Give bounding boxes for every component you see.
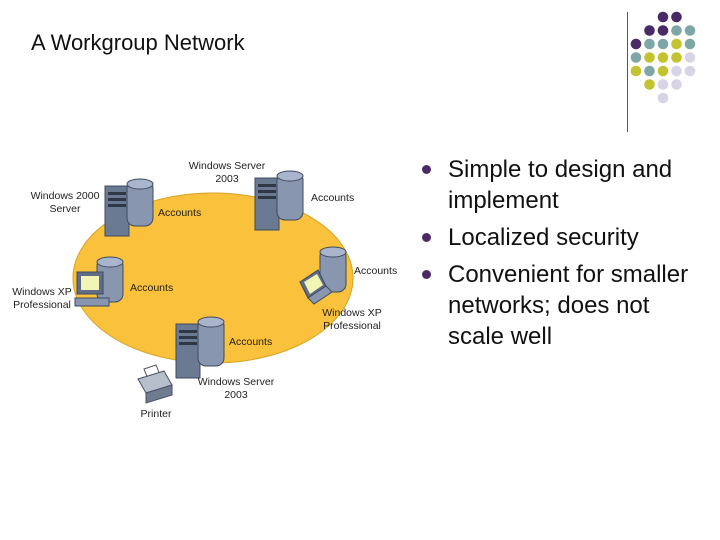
decorative-dot bbox=[657, 65, 669, 77]
bullet-dot-icon bbox=[422, 270, 431, 279]
decorative-dot bbox=[657, 25, 669, 36]
bullet-list: Simple to design and implement Localized… bbox=[422, 154, 712, 358]
xp-left-label-line1: Windows XP bbox=[12, 286, 72, 298]
accounts-label-a: Accounts bbox=[158, 207, 201, 219]
decorative-dot bbox=[644, 38, 655, 50]
server-top-label-line2: 2003 bbox=[215, 173, 239, 185]
accounts-label-c: Accounts bbox=[130, 282, 173, 294]
printer-label: Printer bbox=[141, 408, 172, 420]
decorative-dot bbox=[671, 79, 682, 90]
divider-line bbox=[627, 12, 628, 132]
windows-xp-left-workstation-icon bbox=[74, 256, 124, 307]
accounts-label-b: Accounts bbox=[311, 192, 354, 204]
server-bottom-label-line1: Windows Server bbox=[198, 376, 275, 388]
xp-right-label-line2: Professional bbox=[323, 320, 381, 332]
accounts-label-d: Accounts bbox=[354, 265, 397, 277]
decorative-dot bbox=[657, 92, 669, 104]
decorative-dot bbox=[671, 65, 682, 77]
decorative-dot bbox=[630, 52, 642, 63]
bullet-item: Simple to design and implement bbox=[422, 154, 712, 216]
windows-xp-right-laptop-icon bbox=[299, 246, 347, 305]
decorative-dot bbox=[630, 65, 642, 77]
workgroup-network-diagram: Windows Server 2003 Windows 2000 Server … bbox=[12, 160, 397, 420]
windows-server-2003-bottom-icon bbox=[175, 316, 225, 379]
bullet-dot-icon bbox=[422, 233, 431, 242]
decorative-dot bbox=[657, 52, 669, 63]
decorative-dot bbox=[657, 38, 669, 50]
bullet-item: Localized security bbox=[422, 222, 712, 253]
decorative-dot-grid bbox=[630, 11, 696, 104]
decorative-dot bbox=[671, 11, 682, 23]
win2000-label-line2: Server bbox=[50, 203, 81, 215]
bullet-dot-icon bbox=[422, 165, 431, 174]
decorative-dot bbox=[684, 65, 696, 77]
slide-title: A Workgroup Network bbox=[31, 30, 245, 55]
decorative-dot bbox=[644, 65, 655, 77]
decorative-dot bbox=[684, 52, 696, 63]
decorative-dot bbox=[671, 52, 682, 63]
decorative-dot bbox=[684, 25, 696, 36]
server-top-label-line1: Windows Server bbox=[189, 160, 266, 172]
decorative-dot bbox=[657, 79, 669, 90]
decorative-dot bbox=[644, 25, 655, 36]
decorative-dot bbox=[671, 38, 682, 50]
decorative-dot bbox=[671, 25, 682, 36]
decorative-dot bbox=[684, 38, 696, 50]
win2000-label-line1: Windows 2000 bbox=[31, 190, 100, 202]
decorative-dot bbox=[657, 11, 669, 23]
server-bottom-label-line2: 2003 bbox=[224, 389, 248, 401]
windows-2000-server-icon bbox=[104, 178, 154, 237]
accounts-label-e: Accounts bbox=[229, 336, 272, 348]
xp-right-label-line1: Windows XP bbox=[322, 307, 382, 319]
decorative-dot bbox=[644, 79, 655, 90]
xp-left-label-line2: Professional bbox=[13, 299, 71, 311]
decorative-dot bbox=[630, 38, 642, 50]
bullet-item: Convenient for smaller networks; does no… bbox=[422, 259, 712, 352]
decorative-dot bbox=[644, 52, 655, 63]
printer-icon bbox=[137, 364, 173, 404]
windows-server-2003-top-icon bbox=[254, 170, 304, 231]
